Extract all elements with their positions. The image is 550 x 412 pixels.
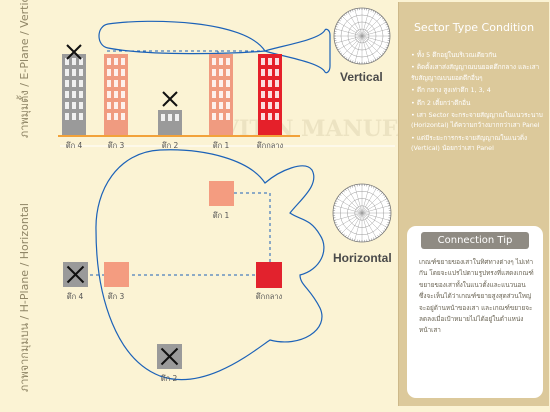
plan-building: ตึก 3 <box>104 262 129 301</box>
condition-item: • เสา Sector จะกระจายสัญญาณในแนวระนาบ (H… <box>411 110 543 131</box>
plan-building: ตึก 2 <box>157 344 182 383</box>
building: ตึก 4 <box>62 45 86 150</box>
connection-tip-text: เกณฑ์ขยายของเสาในทิศทางต่างๆ ไม่เท่ากัน … <box>419 257 535 337</box>
plan-building: ตึก 4 <box>63 262 88 301</box>
building: ตึก 2 <box>158 92 182 150</box>
condition-item-text: ตึก 2 เตี้ยกว่าตึกอื่น <box>417 99 471 107</box>
building-label: ตึก 3 <box>108 141 125 150</box>
condition-panel: Sector Type Condition • ทั้ง 5 ตึกอยู่ใน… <box>398 2 549 406</box>
building-label: ตึก 2 <box>162 141 179 150</box>
condition-item-text: ทั้ง 5 ตึกอยู่ในบริเวณเดียวกัน <box>417 51 497 59</box>
condition-item-text: แต่มีระยะการกระจายสัญญาณในแนวดิ่ง (Verti… <box>411 134 527 152</box>
building-label: ตึก 1 <box>213 141 230 150</box>
connection-tip-box: Connection Tip เกณฑ์ขยายของเสาในทิศทางต่… <box>407 226 543 398</box>
plan-label: ตึก 2 <box>161 374 178 383</box>
condition-title: Sector Type Condition <box>399 21 549 34</box>
connection-tip-title: Connection Tip <box>421 232 529 249</box>
condition-item-text: ติดตั้งเสาส่งสัญญาณบนยอดตึกกลาง และเสารั… <box>411 63 539 81</box>
vertical-label: Vertical <box>340 70 383 84</box>
plan-building: ตึก 1 <box>209 181 234 220</box>
plan-label: ตึก 3 <box>108 292 125 301</box>
building-label: ตึกกลาง <box>257 141 284 150</box>
condition-item: • ตึก 2 เตี้ยกว่าตึกอื่น <box>411 98 543 108</box>
blocked-x-icon <box>163 92 177 106</box>
condition-item: • ติดตั้งเสาส่งสัญญาณบนยอดตึกกลาง และเสา… <box>411 62 543 83</box>
condition-item: • ตึก กลาง สูงเท่าตึก 1, 3, 4 <box>411 85 543 95</box>
condition-list: • ทั้ง 5 ตึกอยู่ในบริเวณเดียวกัน • ติดตั… <box>411 50 543 156</box>
condition-item-text: เสา Sector จะกระจายสัญญาณในแนวระนาบ (Hor… <box>411 111 543 129</box>
plan-building: ตึกกลาง <box>256 262 283 301</box>
horizontal-label: Horizontal <box>333 251 392 265</box>
polar-grid-icon-vertical <box>334 8 390 64</box>
building-label: ตึก 4 <box>66 141 83 150</box>
side-label-bottom: ภาพจากมุมบน / H-Plane / Horizontal <box>15 203 33 392</box>
plan-label: ตึก 4 <box>67 292 84 301</box>
condition-item: • ทั้ง 5 ตึกอยู่ในบริเวณเดียวกัน <box>411 50 543 60</box>
plan-label: ตึกกลาง <box>256 292 283 301</box>
condition-item-text: ตึก กลาง สูงเท่าตึก 1, 3, 4 <box>417 86 491 94</box>
polar-grid-icon-horizontal <box>333 184 391 242</box>
plan-label: ตึก 1 <box>213 211 230 220</box>
condition-item: • แต่มีระยะการกระจายสัญญาณในแนวดิ่ง (Ver… <box>411 133 543 154</box>
side-label-top: ภาพมุมตั้ง / E-Plane / Vertical <box>15 0 33 138</box>
